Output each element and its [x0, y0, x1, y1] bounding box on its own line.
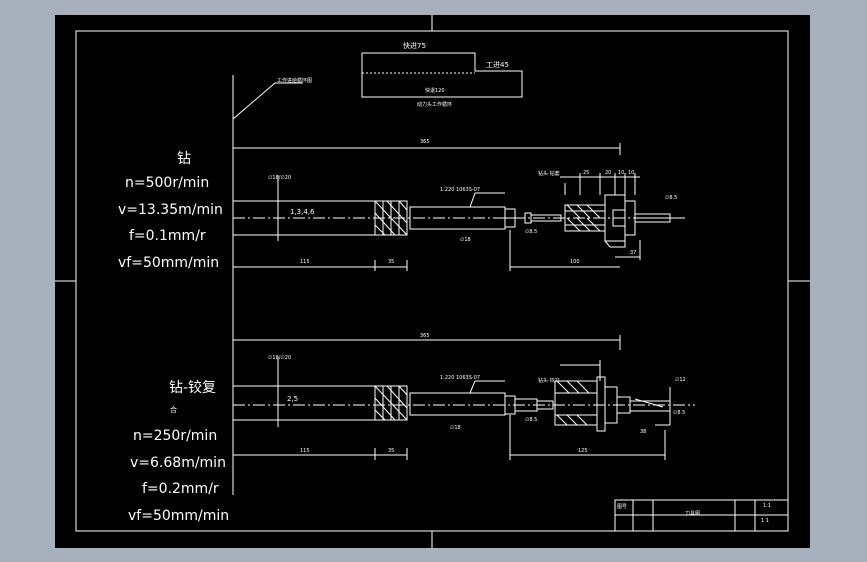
work-advance-label: 工进45: [486, 61, 509, 69]
section1-param-vf: vf=50mm/min: [118, 255, 220, 271]
s1-end: ∅8.5: [665, 195, 678, 201]
titleblock-sheet: 1 1: [761, 518, 769, 524]
fast-advance-label: 快进75: [403, 42, 426, 50]
s1-d2: ∅8.5: [525, 229, 538, 235]
title-block: [614, 499, 789, 532]
cycle-diagram: [361, 52, 523, 98]
s1-r4: 10: [628, 170, 635, 176]
leader-note: 工作进给循环图: [277, 78, 313, 84]
section2-param-n: n=250r/min: [133, 428, 218, 444]
s2-end: ∅12: [675, 377, 686, 383]
section1-param-f: f=0.1mm/r: [129, 228, 206, 244]
section2-op: 钻-铰复: [169, 380, 217, 396]
s2-dim-vert: ∅18/∅20: [268, 355, 292, 361]
s2-d2: ∅8.5: [525, 417, 538, 423]
s2-bar-label: 1:220 1063S-07: [440, 375, 481, 381]
s2-d1: ∅18: [450, 425, 461, 431]
s1-r3: 10: [618, 170, 625, 176]
drawing-linework: [55, 15, 810, 548]
cycle-caption: 动力头工作循环: [417, 102, 453, 108]
section2-param-v: v=6.68m/min: [130, 455, 226, 471]
s1-r1: 25: [583, 170, 590, 176]
section1-linework: [232, 143, 685, 271]
section1-op: 钻: [177, 151, 191, 167]
section2-param-f: f=0.2mm/r: [142, 481, 219, 497]
section1-param-v: v=13.35m/min: [118, 202, 223, 218]
s1-spindle-label: 1,3,4,6: [290, 208, 315, 216]
s1-dim-right: 100: [570, 259, 580, 265]
s2-dim-left: 115: [300, 448, 310, 454]
section2-param-vf: vf=50mm/min: [128, 508, 230, 524]
s2-dim-collar: 35: [388, 448, 395, 454]
titleblock-label: 图号: [617, 504, 628, 510]
s1-r2: 20: [605, 170, 612, 176]
s2-dim-top: 365: [420, 333, 430, 339]
s1-d1: ∅18: [460, 237, 471, 243]
s1-tool-note: 钻头·钻套: [538, 171, 560, 177]
s2-tool-note: 钻头·铰刀: [538, 378, 560, 384]
s2-end2: ∅8.5: [673, 410, 686, 416]
section2-linework: [232, 335, 695, 460]
s2-spindle-label: 2,5: [287, 395, 299, 403]
section1-param-n: n=500r/min: [125, 175, 210, 191]
s1-dim-collar: 35: [388, 259, 395, 265]
s1-dim-vert: ∅18/∅20: [268, 175, 292, 181]
s2-dim-right: 125: [578, 448, 588, 454]
leader-line: [232, 82, 303, 120]
fast-return-label: 快退120: [425, 88, 445, 94]
s1-dim-left: 115: [300, 259, 310, 265]
drawing-sheet: 快进75 工进45 快退120 动力头工作循环 工作进给循环图 钻 n=500r…: [55, 15, 810, 548]
s1-r5: 37: [630, 250, 637, 256]
s1-dim-top: 365: [420, 139, 430, 145]
titleblock-scale: 1:1: [763, 503, 772, 509]
titleblock-name: 刀具图: [685, 511, 701, 517]
section2-op2: 合: [170, 406, 177, 414]
s1-bar-label: 1:220 1063S-07: [440, 187, 481, 193]
s2-r1: 38: [640, 429, 647, 435]
